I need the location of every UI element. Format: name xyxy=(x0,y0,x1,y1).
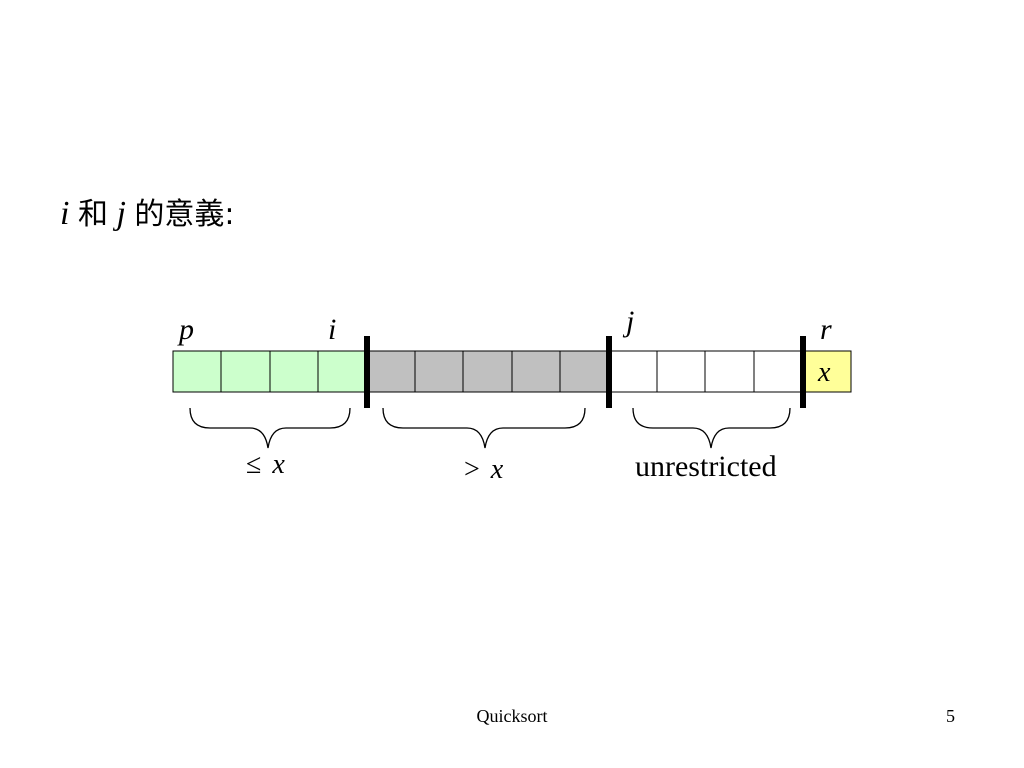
label-le-var: x xyxy=(271,449,285,480)
page-number: 5 xyxy=(946,706,955,726)
label-gt-symbol: > xyxy=(464,454,480,485)
pivot-label: x xyxy=(817,357,831,388)
boundary-bar-j xyxy=(606,336,612,408)
boundary-bar-r xyxy=(800,336,806,408)
label-unrestricted: unrestricted xyxy=(635,450,777,483)
heading-var-j: j xyxy=(116,195,126,232)
heading: i 和 j 的意義: xyxy=(60,194,235,235)
brace-unrestricted xyxy=(632,407,791,449)
segment-gt-x xyxy=(366,350,610,393)
index-label-j: j xyxy=(622,305,634,338)
segment-unrestricted xyxy=(608,350,804,393)
label-gt-x: > x xyxy=(464,454,504,485)
cell-dividers xyxy=(220,351,755,392)
index-label-r: r xyxy=(820,313,832,346)
brace-le-x xyxy=(189,407,351,449)
boundary-bar-i xyxy=(364,336,370,408)
heading-connector: 和 xyxy=(77,197,108,232)
label-gt-var: x xyxy=(490,454,504,485)
heading-rest: 的意義: xyxy=(134,197,235,232)
index-label-p: p xyxy=(177,313,194,346)
segment-pivot xyxy=(802,350,852,393)
brace-gt-x xyxy=(382,407,586,449)
index-label-i: i xyxy=(328,313,336,346)
label-le-symbol: ≤ xyxy=(246,449,261,480)
heading-var-i: i xyxy=(60,195,70,232)
footer-title: Quicksort xyxy=(476,706,548,726)
label-le-x: ≤ x xyxy=(246,449,285,480)
